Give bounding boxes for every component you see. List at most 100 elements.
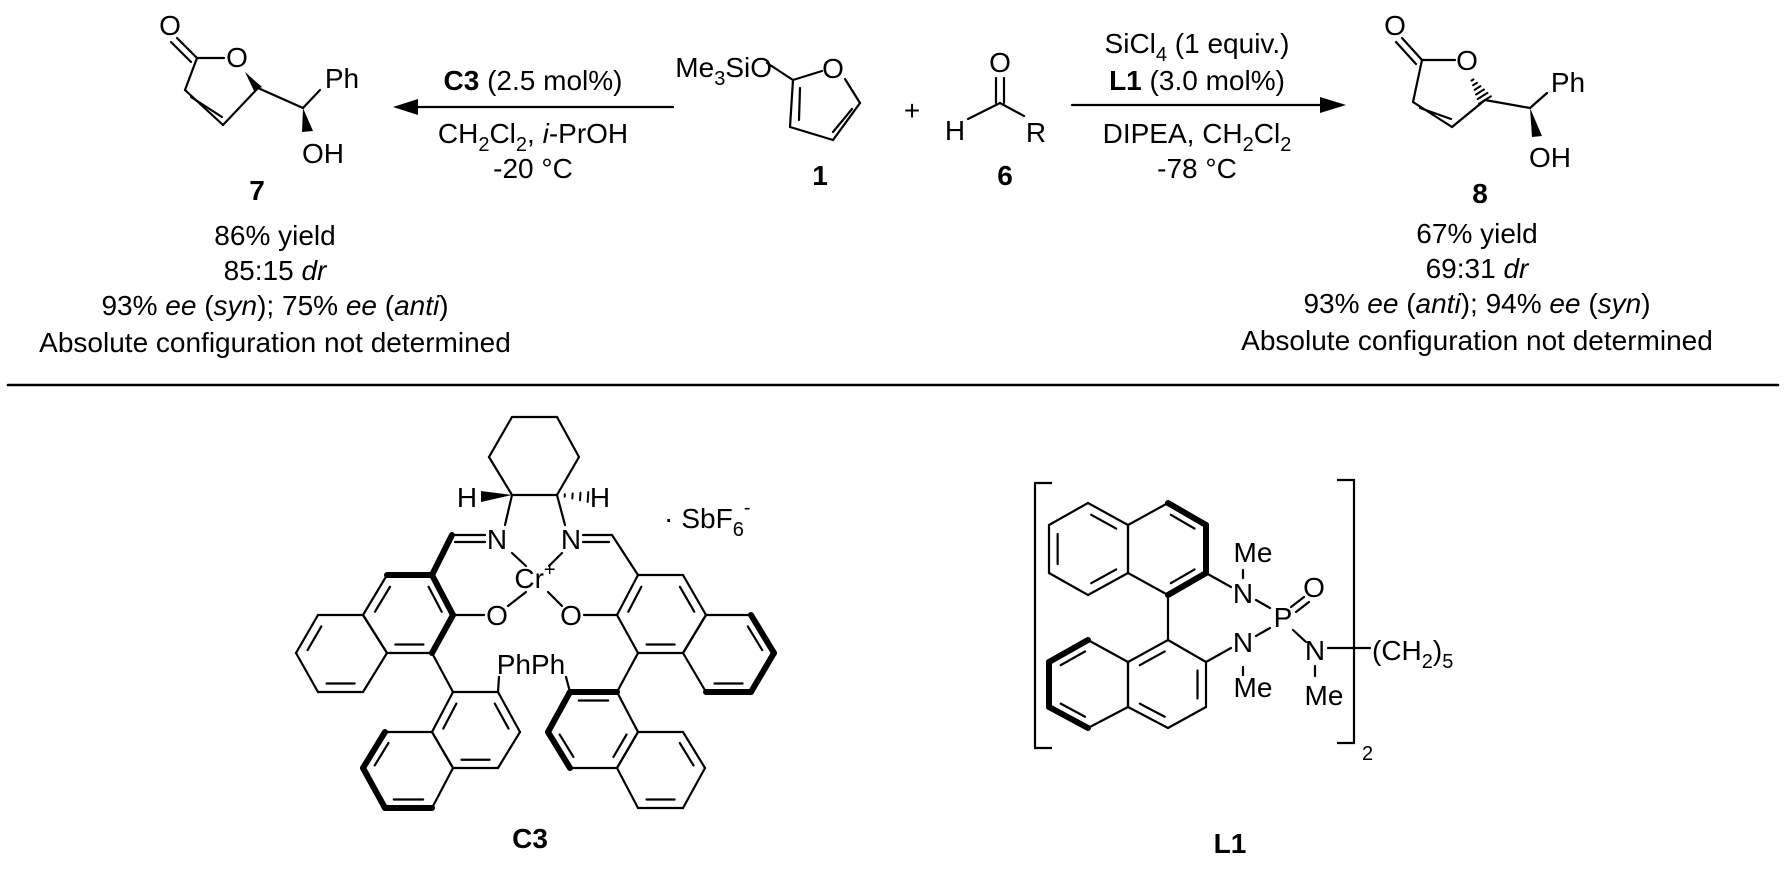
- bond: [1291, 628, 1308, 644]
- naphthalene-bond: [615, 766, 640, 810]
- bond: [301, 88, 322, 110]
- double-bond-inner: [1059, 702, 1087, 718]
- naphthalene-bond: [681, 573, 708, 617]
- dr-7: 85:15 dr: [224, 255, 328, 286]
- furan-oxygen: O: [822, 53, 844, 84]
- bond: [791, 69, 824, 82]
- bond: [966, 101, 1002, 121]
- bond: [610, 533, 640, 577]
- double-bond-inner: [746, 625, 764, 652]
- double-bond-inner: [1090, 568, 1118, 585]
- me-top: Me: [1234, 537, 1273, 568]
- compound-8-label: 8: [1472, 178, 1488, 209]
- double-bond-inner: [627, 585, 643, 613]
- plus-sign: +: [904, 95, 920, 126]
- h-left: H: [457, 482, 477, 513]
- ee-7: 93% ee (syn); 75% ee (anti): [101, 290, 448, 321]
- hashed-bond: [1473, 85, 1482, 91]
- n-top: N: [1233, 578, 1253, 609]
- dr-8: 69:31 dr: [1426, 253, 1530, 284]
- binaphthyl-bond: [1086, 571, 1130, 597]
- bond: [1483, 98, 1532, 110]
- r-group: R: [1026, 117, 1046, 148]
- binaphthyl-bond: [1126, 571, 1170, 597]
- binaphthyl-bond: [1047, 571, 1090, 597]
- bond: [1289, 595, 1306, 609]
- h-right: H: [590, 482, 610, 513]
- configuration-note-7: Absolute configuration not determined: [39, 327, 511, 358]
- binaphthyl-bond: [1165, 500, 1209, 528]
- double-bond-inner: [493, 702, 510, 730]
- bond: [496, 675, 501, 694]
- naphthalene-bond: [496, 690, 522, 734]
- naphthalene-bond: [430, 766, 455, 810]
- bond: [503, 493, 514, 527]
- compound-1: Me3SiO O 1: [675, 52, 844, 191]
- ligand-l1: N Me P O N Me N Me (CH2)5 2 L1: [1214, 537, 1454, 859]
- cyclohexane-bond: [555, 415, 581, 459]
- linker-label: (CH2)5: [1372, 635, 1453, 673]
- bond: [183, 56, 199, 92]
- arrowhead-left: [393, 99, 418, 115]
- me-bottom: Me: [1234, 672, 1273, 703]
- naphthalene-bond: [294, 651, 320, 694]
- naphthalene-bond: [545, 689, 573, 735]
- compound-6: O H R 6: [945, 47, 1046, 191]
- bond: [615, 651, 640, 694]
- binaphthyl-bond: [1126, 501, 1170, 527]
- right-temperature: -78 °C: [1157, 153, 1237, 184]
- arrowhead-right: [1320, 97, 1346, 113]
- me-right: Me: [1305, 680, 1344, 711]
- bond: [547, 551, 564, 568]
- naphthalene-bond: [681, 766, 707, 810]
- hashed-bond: [586, 491, 590, 503]
- bond: [1411, 58, 1424, 104]
- bond: [1204, 571, 1233, 589]
- bond: [1400, 36, 1424, 62]
- bond: [175, 36, 199, 60]
- bond: [998, 101, 1026, 118]
- naphthalene-bond: [361, 651, 389, 694]
- ring-oxygen: O: [226, 42, 248, 73]
- hashed-bond: [1470, 78, 1475, 82]
- bond: [564, 675, 572, 694]
- naphthalene-bond: [360, 765, 388, 811]
- left-catalyst-text: C3 (2.5 mol%): [444, 65, 623, 96]
- double-bond-inner: [1059, 650, 1087, 667]
- hashed-bond: [1475, 88, 1485, 96]
- yield-8: 67% yield: [1416, 218, 1537, 249]
- n-right: N: [561, 524, 581, 555]
- carbonyl-oxygen: O: [1384, 10, 1406, 41]
- double-bond-inner: [678, 741, 695, 767]
- binaphthyl-bond: [1166, 638, 1208, 664]
- bond: [183, 88, 225, 127]
- compound-1-label: 1: [812, 160, 828, 191]
- naphthalene-bond: [545, 729, 573, 771]
- double-bond-inner: [1169, 568, 1196, 585]
- naphthalene-bond: [429, 612, 456, 656]
- bond: [1254, 598, 1272, 610]
- bond: [1394, 40, 1418, 66]
- carbonyl-oxygen: O: [159, 10, 181, 41]
- wedge-bond: [302, 108, 313, 132]
- binaphthyl-bond: [1126, 638, 1170, 664]
- ligand-l1-label: L1: [1214, 828, 1247, 859]
- bond: [831, 101, 862, 142]
- naphthalene-bond: [748, 612, 777, 656]
- wedge-bond: [481, 491, 512, 502]
- double-bond-inner: [306, 625, 323, 652]
- double-bond-inner: [1169, 513, 1196, 530]
- bond: [256, 86, 305, 110]
- counterion: ·SbF6-: [664, 497, 750, 541]
- o-left: O: [486, 600, 508, 631]
- bond: [506, 590, 528, 608]
- o-right: O: [560, 600, 582, 631]
- left-solvent-text: CH2Cl2, i-PrOH: [438, 118, 628, 156]
- binaphthyl-bond: [1166, 705, 1208, 730]
- n-left: N: [487, 524, 507, 555]
- binaphthyl-bond: [1086, 638, 1130, 664]
- bond: [169, 40, 193, 64]
- double-bond-inner: [1138, 650, 1166, 667]
